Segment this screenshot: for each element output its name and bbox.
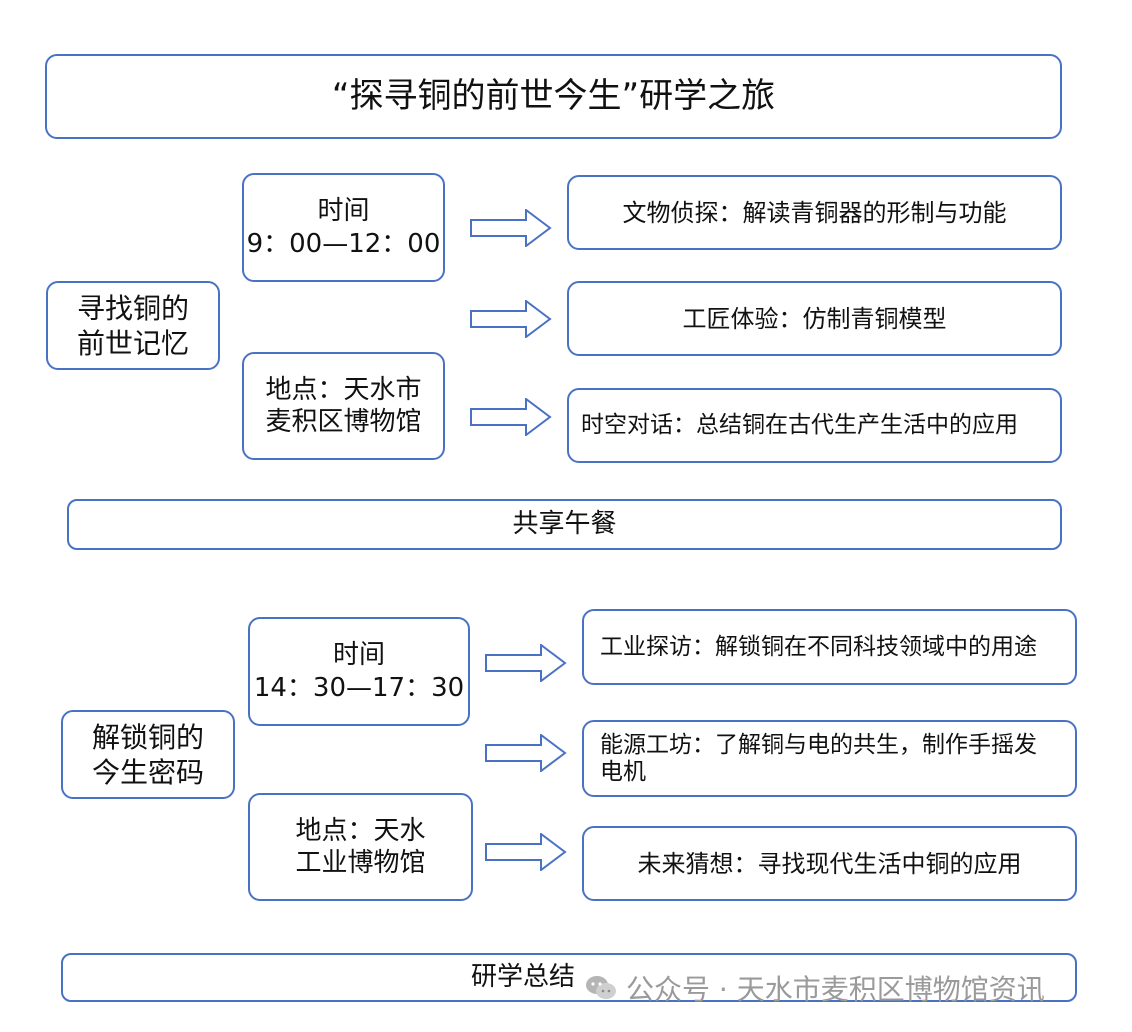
hollow-right-arrow-icon — [470, 209, 552, 247]
activity-text: 工业探访：解锁铜在不同科技领域中的用途 — [600, 633, 1037, 660]
afternoon-time-value: 14：30—17：30 — [253, 672, 465, 703]
morning-theme-box: 寻找铜的 前世记忆 — [46, 281, 220, 370]
morning-activity-2: 工匠体验：仿制青铜模型 — [567, 281, 1062, 356]
wechat-icon — [586, 976, 616, 999]
hollow-right-arrow-icon — [485, 734, 567, 772]
activity-text: 文物侦探：解读青铜器的形制与功能 — [622, 198, 1007, 227]
activity-text: 工匠体验：仿制青铜模型 — [682, 304, 947, 333]
morning-theme-line1: 寻找铜的 — [76, 291, 189, 325]
morning-place-box: 地点：天水市 麦积区博物馆 — [242, 352, 445, 460]
afternoon-place-box: 地点：天水 工业博物馆 — [248, 793, 473, 901]
afternoon-activity-1: 工业探访：解锁铜在不同科技领域中的用途 — [582, 609, 1077, 685]
watermark-text: 公众号 · 天水市麦积区博物馆资讯 — [626, 973, 1045, 1006]
afternoon-theme-line2: 今生密码 — [91, 755, 204, 789]
afternoon-place-line2: 工业博物馆 — [295, 848, 426, 878]
afternoon-theme-line1: 解锁铜的 — [91, 720, 204, 754]
morning-time-label: 时间 — [317, 196, 370, 226]
afternoon-theme-box: 解锁铜的 今生密码 — [61, 710, 235, 799]
hollow-right-arrow-icon — [485, 833, 567, 871]
morning-time-value: 9：00—12：00 — [246, 228, 441, 259]
morning-time-box: 时间 9：00—12：00 — [242, 173, 445, 282]
morning-theme-line2: 前世记忆 — [76, 326, 189, 360]
page-title: “探寻铜的前世今生”研学之旅 — [331, 76, 776, 117]
hollow-right-arrow-icon — [470, 398, 552, 436]
hollow-right-arrow-icon — [485, 644, 567, 682]
hollow-right-arrow-icon — [470, 300, 552, 338]
morning-activity-1: 文物侦探：解读青铜器的形制与功能 — [567, 175, 1062, 250]
afternoon-place-line1: 地点：天水 — [295, 815, 426, 846]
activity-text-line2: 电机 — [600, 758, 646, 785]
afternoon-activity-3: 未来猜想：寻找现代生活中铜的应用 — [582, 826, 1077, 901]
summary-box: 研学总结 — [61, 953, 1077, 1002]
afternoon-time-box: 时间 14：30—17：30 — [248, 617, 470, 726]
watermark: 公众号 · 天水市麦积区博物馆资讯 — [584, 964, 1045, 1012]
morning-place-line2: 麦积区博物馆 — [265, 407, 422, 437]
lunch-box: 共享午餐 — [67, 499, 1062, 550]
activity-text: 未来猜想：寻找现代生活中铜的应用 — [637, 849, 1022, 878]
lunch-label: 共享午餐 — [512, 509, 617, 540]
title-box: “探寻铜的前世今生”研学之旅 — [45, 54, 1062, 139]
summary-label: 研学总结 — [471, 962, 576, 993]
activity-text-line1: 能源工坊：了解铜与电的共生，制作手摇发 — [600, 732, 1037, 759]
afternoon-time-label: 时间 — [332, 640, 385, 670]
afternoon-activity-2: 能源工坊：了解铜与电的共生，制作手摇发 电机 — [582, 720, 1077, 797]
morning-activity-3: 时空对话：总结铜在古代生产生活中的应用 — [567, 388, 1062, 463]
activity-text: 时空对话：总结铜在古代生产生活中的应用 — [581, 412, 1018, 439]
morning-place-line1: 地点：天水市 — [265, 374, 422, 405]
